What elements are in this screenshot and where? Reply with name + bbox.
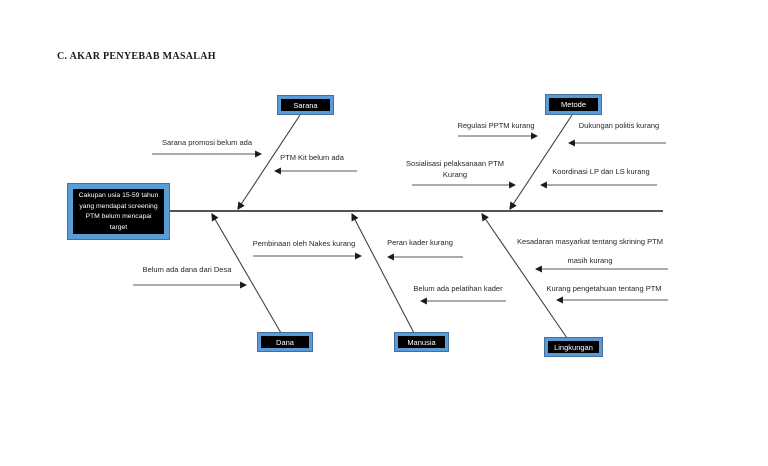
cause-label-sarana-promosi: Sarana promosi belum ada [161,138,253,147]
category-label: Manusia [398,336,445,348]
problem-statement-box: Cakupan usia 15-59 tahun yang mendapat s… [67,183,170,240]
category-label: Sarana [281,99,330,111]
category-box-dana: Dana [257,332,313,352]
category-label: Metode [549,98,598,111]
page-title: C. AKAR PENYEBAB MASALAH [57,51,216,62]
category-box-manusia: Manusia [394,332,449,352]
category-box-sarana: Sarana [277,95,334,115]
cause-label-peran-kader: Peran kader kurang [387,238,453,247]
cause-label-koordinasi: Koordinasi LP dan LS kurang [552,167,650,176]
problem-statement-text: Cakupan usia 15-59 tahun yang mendapat s… [73,189,164,234]
bone-manusia [351,212,415,334]
cause-label-pengetahuan: Kurang pengetahuan tentang PTM [546,284,662,293]
cause-label-sosialisasi: Sosialisasi pelaksanaan PTM Kurang [406,159,504,179]
cause-label-dukungan: Dukungan politis kurang [578,121,660,130]
category-box-lingkungan: Lingkungan [544,337,603,357]
cause-label-pembinaan: Pembinaan oleh Nakes kurang [252,239,356,248]
category-label: Dana [261,336,309,348]
category-label: Lingkungan [548,341,599,353]
cause-label-pelatihan-kader: Belum ada pelatihan kader [413,284,503,293]
cause-label-regulasi: Regulasi PPTM kurang [457,121,535,130]
cause-label-kesadaran: Kesadaran masyarkat tentang skrining PTM… [517,237,663,265]
cause-label-dana-desa: Belum ada dana dari Desa [142,265,232,274]
cause-label-ptm-kit: PTM Kit belum ada [280,153,344,162]
bone-lingkungan [481,213,568,339]
category-box-metode: Metode [545,94,602,115]
